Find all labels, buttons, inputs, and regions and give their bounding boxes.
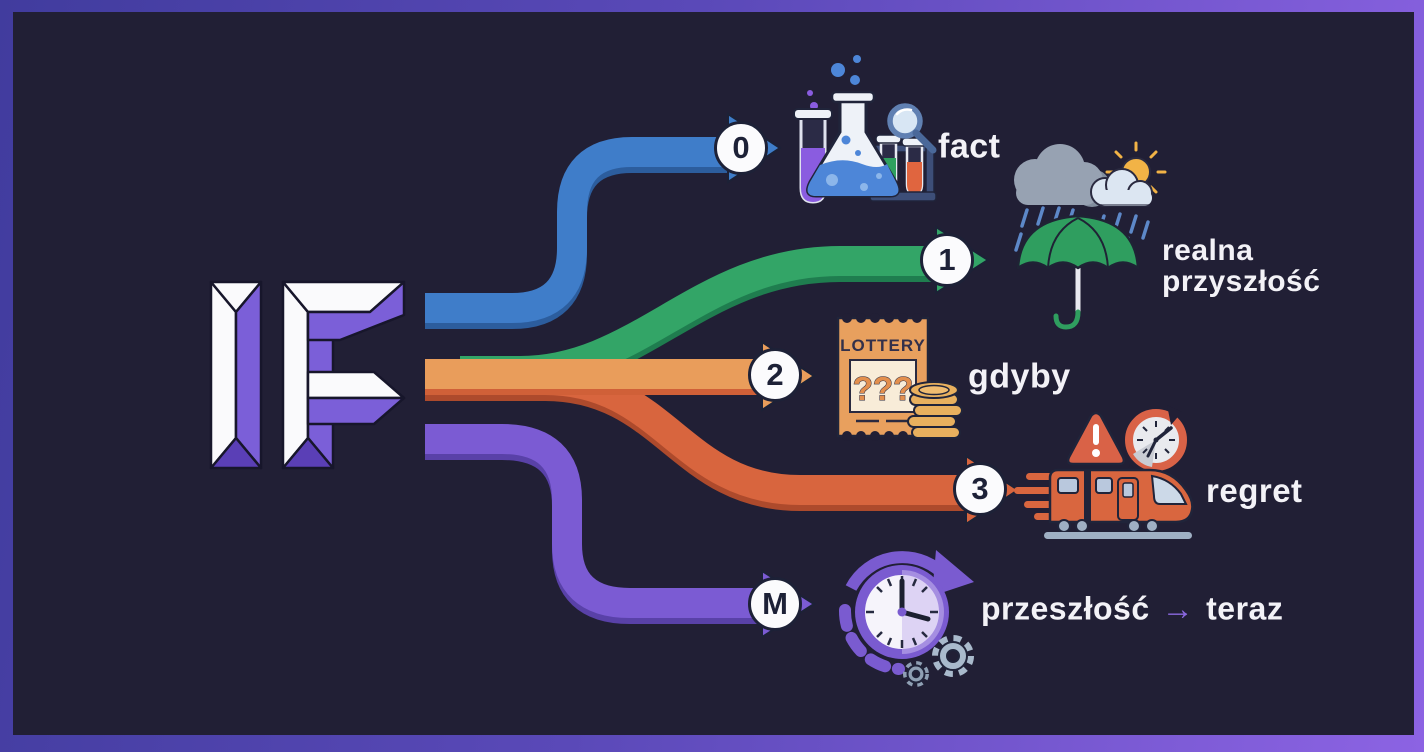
branch-0-label: fact	[938, 127, 1001, 166]
branch-0-marker: 0	[714, 121, 768, 175]
lottery-title-text: LOTTERY	[840, 336, 926, 355]
gear-large-icon	[932, 635, 974, 677]
lottery-ticket-icon: LOTTERY ???	[836, 313, 963, 441]
missed-train-icon	[1014, 405, 1194, 539]
train-body-icon	[1044, 468, 1194, 539]
branch-1-label: realna przyszłość	[1162, 235, 1320, 297]
rain-umbrella-icon	[1014, 141, 1167, 330]
warning-triangle-icon	[1066, 411, 1126, 466]
branch-1-marker: 1	[920, 233, 974, 287]
branch-1-label-line1: realna	[1162, 234, 1254, 267]
rewind-dashed-arc	[838, 604, 905, 675]
branch-m-label: przeszłość → teraz	[981, 591, 1283, 628]
branch-1-label-line2: przyszłość	[1162, 265, 1321, 298]
magnifier-icon	[887, 103, 937, 154]
umbrella-icon	[1016, 210, 1140, 330]
branch-3-marker: 3	[953, 462, 1007, 516]
branch-2-ribbon	[425, 359, 772, 395]
train-track	[1044, 532, 1192, 539]
coin-stack-icon	[907, 381, 963, 439]
rewind-arrowhead	[932, 550, 974, 596]
broken-clock-icon	[1125, 405, 1187, 475]
branch-0-ribbon	[425, 137, 738, 329]
flask-icon	[806, 90, 900, 198]
rain-cloud-icon	[1014, 144, 1111, 207]
gear-small-icon	[903, 661, 929, 687]
right-arrow-glyph: →	[1161, 590, 1195, 627]
branch-m-label-now: teraz	[1206, 590, 1284, 627]
time-rewind-icon	[838, 550, 974, 687]
branch-m-ribbon	[425, 424, 772, 624]
branch-m-label-past: przeszłość	[981, 590, 1150, 627]
lottery-questions-text: ???	[853, 370, 913, 407]
branch-m-marker: M	[748, 577, 802, 631]
if-wordmark	[209, 280, 406, 470]
branch-2-label: gdyby	[968, 357, 1071, 396]
light-cloud-icon	[1090, 168, 1153, 207]
science-experiment-icon	[793, 55, 937, 204]
branch-3-label: regret	[1206, 472, 1303, 509]
branch-2-marker: 2	[748, 348, 802, 402]
clock-icon	[855, 565, 949, 659]
